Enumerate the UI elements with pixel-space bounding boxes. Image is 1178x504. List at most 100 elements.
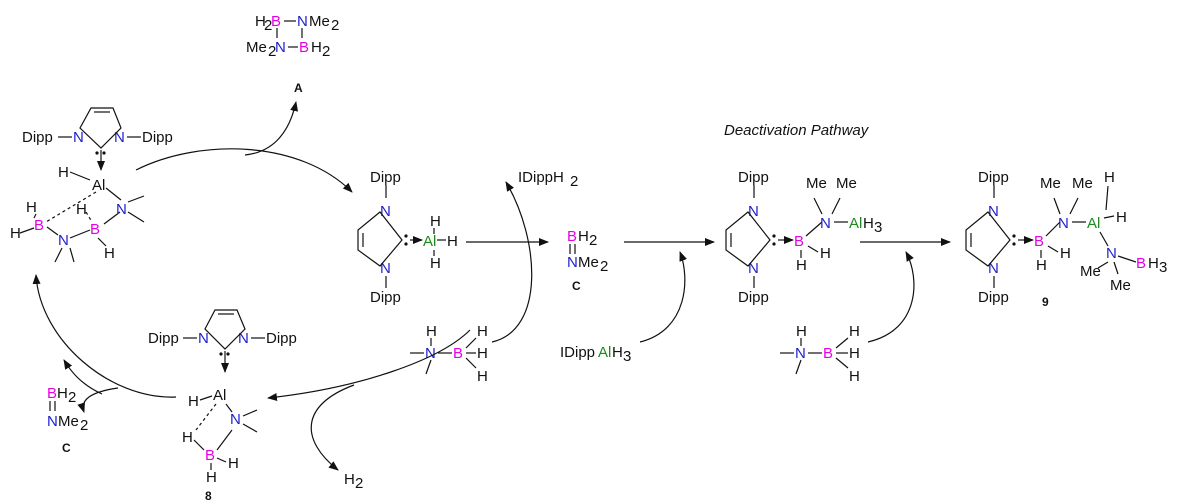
atom-nitrogen: N — [230, 411, 241, 428]
atom-h: H — [76, 201, 87, 218]
atom-h: H — [58, 164, 69, 181]
atom-nitrogen: N — [1058, 215, 1069, 232]
subscript: 2 — [322, 43, 330, 60]
atom-h: H — [863, 215, 874, 232]
atom-nitrogen: N — [748, 203, 759, 220]
atom-aluminium: Al — [849, 215, 862, 232]
atom-h: H — [430, 255, 441, 272]
main-reaction-arrows — [466, 181, 951, 343]
atom-h: H — [426, 323, 437, 340]
dipp-group: Dipp — [738, 169, 769, 186]
atom-boron: B — [90, 221, 100, 238]
subscript: 2 — [355, 475, 363, 492]
atom-h: H — [849, 345, 860, 362]
atom-nitrogen: N — [988, 203, 999, 220]
atom-aluminium: Al — [213, 387, 226, 404]
hydrogen-gas: H 2 — [344, 471, 363, 492]
subscript: 2 — [570, 173, 578, 190]
idipph2: IDippH 2 — [518, 169, 578, 190]
methyl: Me — [1072, 175, 1093, 192]
atom-h: H — [228, 455, 239, 472]
idippalh3-reagent: IDipp Al H 3 — [560, 344, 631, 365]
atom-h: H — [612, 344, 623, 361]
atom-h: H — [1104, 169, 1115, 186]
atom-boron: B — [205, 447, 215, 464]
atom-boron: B — [453, 345, 463, 362]
atom-boron: B — [567, 228, 577, 245]
deactivation-pathway-title: Deactivation Pathway — [724, 122, 870, 139]
atom-boron: B — [299, 39, 309, 56]
atom-boron: B — [47, 385, 57, 402]
idipph2-label: IDippH — [518, 169, 564, 186]
atom-h: H — [477, 368, 488, 385]
dipp-group: Dipp — [978, 289, 1009, 306]
product-9: Dipp N N Dipp B H H N Me Me Al H H N B H… — [965, 169, 1167, 309]
subscript: 2 — [80, 417, 88, 434]
label-C: C — [572, 279, 581, 293]
dipp-group: Dipp — [266, 330, 297, 347]
subscript: 2 — [589, 232, 597, 249]
subscript: 2 — [264, 17, 272, 34]
label-C: C — [62, 441, 71, 455]
atom-nitrogen: N — [73, 129, 84, 146]
dipp-group: Dipp — [370, 169, 401, 186]
atom-h: H — [311, 39, 322, 56]
label-9: 9 — [1042, 295, 1049, 309]
dipp-group: Dipp — [148, 330, 179, 347]
atom-h: H — [1036, 257, 1047, 274]
subscript: 2 — [331, 17, 339, 34]
subscript: 3 — [1159, 259, 1167, 276]
atom-nitrogen: N — [116, 201, 127, 218]
atom-nitrogen: N — [820, 215, 831, 232]
atom-h: H — [477, 323, 488, 340]
atom-nitrogen: N — [380, 203, 391, 220]
compound-C-left: B H 2 N Me 2 C — [47, 385, 88, 455]
atom-h: H — [477, 345, 488, 362]
catalytic-cycle-arrows — [32, 101, 471, 471]
methyl: Me — [836, 175, 857, 192]
atom-nitrogen: N — [198, 330, 209, 347]
h2-label: H — [344, 471, 355, 488]
atom-h: H — [849, 368, 860, 385]
catalyst-complex-top-left: Dipp N N Dipp H Al H B H N B H H N — [10, 107, 173, 263]
label-A: A — [294, 81, 303, 95]
label-8: 8 — [205, 489, 212, 503]
atom-boron: B — [794, 233, 804, 250]
methyl: Me — [309, 13, 330, 30]
atom-nitrogen: N — [275, 39, 286, 56]
subscript: 3 — [623, 348, 631, 365]
methyl: Me — [1110, 277, 1131, 294]
compound-A: H 2 B N Me 2 Me 2 N B H 2 A — [246, 13, 339, 95]
atom-h: H — [578, 228, 589, 245]
atom-nitrogen: N — [567, 254, 578, 271]
atom-h: H — [849, 323, 860, 340]
subscript: 2 — [600, 258, 608, 275]
atom-h: H — [255, 13, 266, 30]
atom-aluminium: Al — [423, 233, 436, 250]
atom-nitrogen: N — [988, 260, 999, 277]
subscript: 3 — [874, 219, 882, 236]
atom-nitrogen: N — [425, 345, 436, 362]
atom-h: H — [206, 469, 217, 486]
atom-boron: B — [1034, 233, 1044, 250]
atom-h: H — [1116, 209, 1127, 226]
amine-borane-reagent-2: H N B H H H — [780, 323, 860, 385]
atom-h: H — [447, 233, 458, 250]
methyl: Me — [1040, 175, 1061, 192]
atom-h: H — [182, 429, 193, 446]
atom-h: H — [430, 213, 441, 230]
atom-boron: B — [823, 345, 833, 362]
atom-h: H — [10, 225, 21, 242]
atom-h: H — [1060, 245, 1071, 262]
atom-boron: B — [1136, 255, 1146, 272]
atom-aluminium: Al — [598, 344, 611, 361]
atom-h: H — [796, 257, 807, 274]
amine-borane-reagent-1: H N B H H H — [410, 323, 488, 385]
methyl: Me — [246, 39, 267, 56]
subscript: 2 — [68, 389, 76, 406]
dipp-group: Dipp — [370, 289, 401, 306]
deactivation-intermediate: Dipp N N Dipp B H H N Me Me Al H 3 — [725, 169, 882, 306]
atom-h: H — [104, 245, 115, 262]
idipp-alh3-complex: Dipp N N Dipp Al H H H — [357, 169, 458, 306]
atom-nitrogen: N — [114, 129, 125, 146]
